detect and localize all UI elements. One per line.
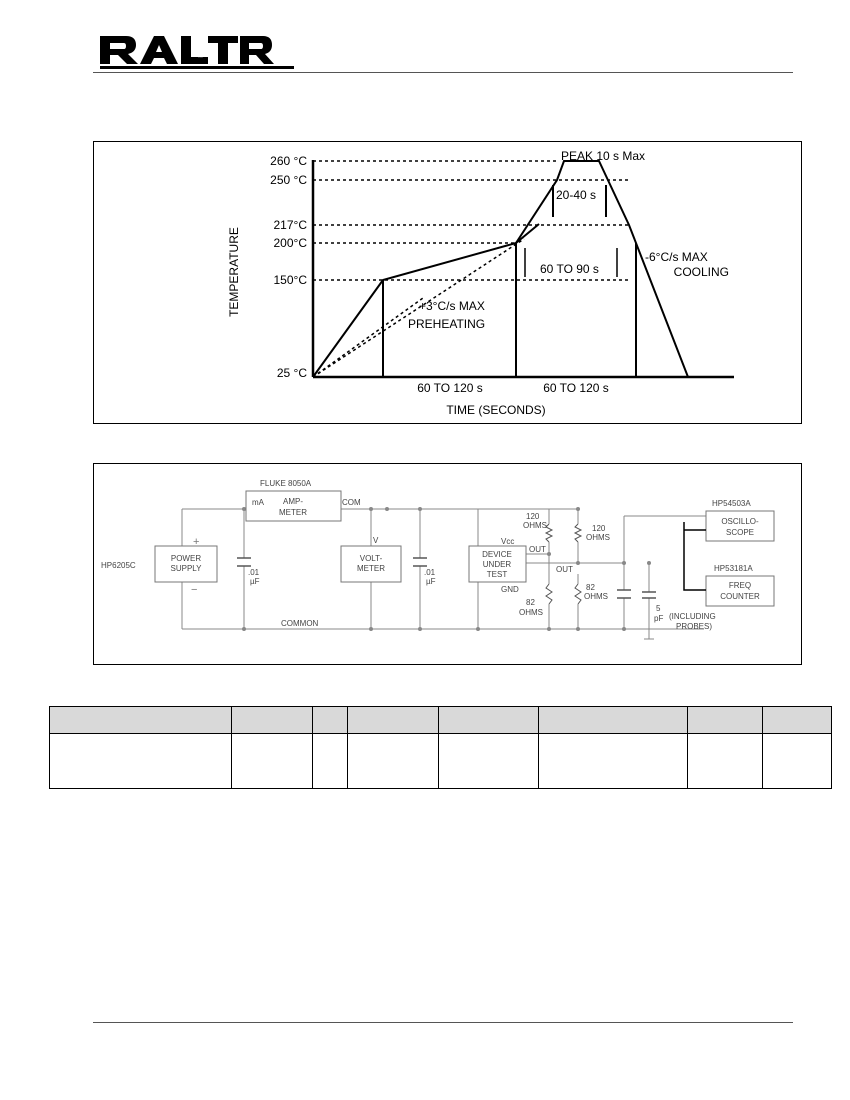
reflow-profile-diagram: 260 °C 250 °C 217°C 200°C 150°C 25 °C TE…	[227, 149, 734, 417]
counter-line-2: COUNTER	[720, 592, 760, 601]
ammeter-line-1: AMP-	[283, 497, 303, 506]
table-cell	[438, 733, 539, 789]
cooling-label: COOLING	[674, 265, 729, 279]
common-label: COMMON	[281, 619, 319, 628]
probe-note-line-1: (INCLUDING	[669, 612, 716, 621]
power-supply-line-1: POWER	[171, 554, 201, 563]
plus-sign: +	[193, 536, 199, 548]
table-header-cell	[762, 706, 832, 734]
cooling-rate-label: -6°C/s MAX	[645, 250, 708, 264]
temp-label-25: 25 °C	[277, 366, 307, 380]
temp-label-217: 217°C	[274, 218, 308, 232]
ammeter-model: FLUKE 8050A	[260, 479, 312, 488]
table-cell	[347, 733, 439, 789]
header-rule	[93, 72, 793, 73]
voltmeter-box	[340, 545, 402, 583]
r3-unit: OHMS	[519, 608, 543, 617]
counter-line-1: FREQ	[729, 581, 751, 590]
table-row	[49, 733, 832, 789]
vcc-label: Vcc	[501, 537, 514, 546]
cap-unit-2: µF	[426, 577, 436, 586]
time-label-preheat: 60 TO 120 s	[417, 381, 483, 395]
table-header-cell	[687, 706, 763, 734]
probe-note-line-2: PROBES)	[676, 622, 712, 631]
x-axis-label: TIME (SECONDS)	[446, 403, 545, 417]
r3-value: 82	[526, 598, 535, 607]
table-header-row	[49, 706, 832, 734]
temp-label-150: 150°C	[274, 273, 308, 287]
oscilloscope-box	[705, 510, 775, 542]
temp-label-200: 200°C	[274, 236, 308, 250]
spec-table	[49, 706, 832, 789]
r2-value: 120	[592, 524, 606, 533]
table-cell	[538, 733, 688, 789]
counter-model: HP53181A	[714, 564, 753, 573]
ammeter-box	[245, 490, 342, 522]
power-supply-line-2: SUPPLY	[171, 564, 203, 573]
out-label-2: OUT	[556, 565, 573, 574]
temp-label-260: 260 °C	[270, 154, 307, 168]
scope-line-1: OSCILLO-	[721, 517, 759, 526]
minus-sign: −	[191, 584, 197, 596]
cap-value-2: .01	[424, 568, 436, 577]
power-supply-box	[154, 545, 218, 583]
table-cell	[312, 733, 348, 789]
table-header-cell	[538, 706, 688, 734]
peak-label: PEAK 10 s Max	[561, 149, 645, 163]
table-header-cell	[347, 706, 439, 734]
r1-unit: OHMS	[523, 521, 547, 530]
peak-window-label: 20-40 s	[556, 188, 596, 202]
table-header-cell	[49, 706, 232, 734]
temp-label-250: 250 °C	[270, 173, 307, 187]
load-cap-value: 5	[656, 604, 661, 613]
reflow-profile-panel: 260 °C 250 °C 217°C 200°C 150°C 25 °C TE…	[93, 141, 802, 424]
scope-line-2: SCOPE	[726, 528, 754, 537]
table-header-cell	[231, 706, 313, 734]
gnd-label: GND	[501, 585, 519, 594]
cap-unit-1: µF	[250, 577, 260, 586]
dut-line-2: UNDER	[483, 560, 512, 569]
ammeter-line-2: METER	[279, 508, 307, 517]
out-label-1: OUT	[529, 545, 546, 554]
time-label-reflow: 60 TO 120 s	[543, 381, 609, 395]
test-circuit-diagram: HP6205C + − POWER SUPPLY FLUKE 8050A AMP…	[101, 479, 775, 640]
logo-text: RALTRON	[198, 56, 203, 59]
preheat-rate-label: +3°C/s MAX	[419, 299, 485, 313]
table-header-cell	[438, 706, 539, 734]
cap-value-1: .01	[248, 568, 260, 577]
footer-rule	[93, 1022, 793, 1023]
table-cell	[231, 733, 313, 789]
scope-model: HP54503A	[712, 499, 751, 508]
above-liquidus-label: 60 TO 90 s	[540, 262, 599, 276]
test-circuit-panel: HP6205C + − POWER SUPPLY FLUKE 8050A AMP…	[93, 463, 802, 665]
dut-line-3: TEST	[487, 570, 508, 579]
r4-unit: OHMS	[584, 592, 608, 601]
ma-terminal-label: mA	[252, 498, 265, 507]
r2-unit: OHMS	[586, 533, 610, 542]
preheat-label: PREHEATING	[408, 317, 485, 331]
power-source-model: HP6205C	[101, 561, 136, 570]
table-cell	[49, 733, 232, 789]
table-header-cell	[312, 706, 348, 734]
table-cell	[687, 733, 763, 789]
table-cell	[762, 733, 832, 789]
r4-value: 82	[586, 583, 595, 592]
dut-line-1: DEVICE	[482, 550, 512, 559]
dut-box	[468, 545, 527, 583]
com-terminal-label: COM	[342, 498, 361, 507]
r1-value: 120	[526, 512, 540, 521]
voltmeter-line-1: VOLT-	[360, 554, 383, 563]
y-axis-label: TEMPERATURE	[227, 227, 241, 317]
v-terminal-label: V	[373, 536, 379, 545]
voltmeter-line-2: METER	[357, 564, 385, 573]
frequency-counter-box	[705, 575, 775, 607]
raltron-logo: RALTRON	[100, 36, 294, 69]
load-cap-unit: pF	[654, 614, 663, 623]
